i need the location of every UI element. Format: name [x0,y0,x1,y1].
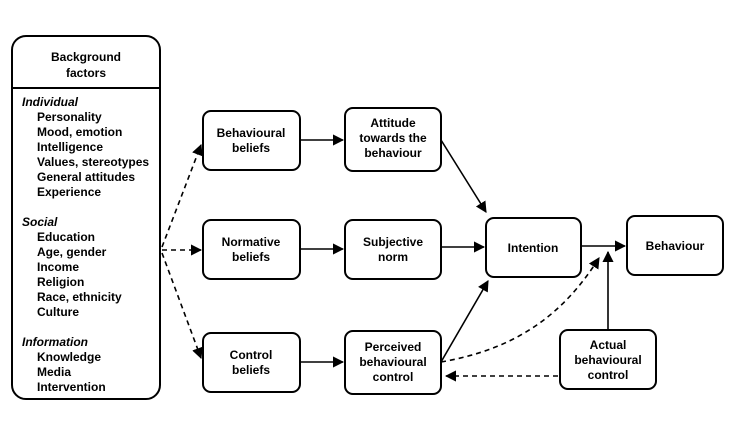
attitude-line-2: towards the [359,131,427,145]
control-beliefs-line-1: Control [230,348,273,362]
behaviour-label: Behaviour [646,239,705,253]
subjective-norm-line-1: Subjective [363,235,423,249]
subjective-norm-box [344,219,442,280]
behavioural-beliefs-line-2: beliefs [232,141,270,155]
factor-item: Age, gender [37,245,107,259]
factor-item: Mood, emotion [37,125,122,139]
factor-item: General attitudes [37,170,135,184]
factor-item: Intervention [37,380,106,394]
arrow-attitude-to-intention [440,139,487,213]
factor-item: Values, stereotypes [37,155,149,169]
factor-item: Personality [37,110,102,124]
group-title-social: Social [22,215,58,229]
normative-beliefs-line-2: beliefs [232,250,270,264]
behaviour-box [626,215,724,276]
factor-item: Knowledge [37,350,101,364]
behavioural-beliefs-line-1: Behavioural [217,126,286,140]
group-title-information: Information [22,335,88,349]
subjective-norm-line-2: norm [378,250,408,264]
perceived-control-line-1: Perceived [365,340,422,354]
control-beliefs-line-2: beliefs [232,363,270,377]
intention-label: Intention [508,241,559,255]
perceived-control-box [344,330,442,395]
arrow-perceived-control-to-intention [440,280,489,363]
group-title-individual: Individual [22,95,79,109]
background-title-line-1: Background [51,50,121,64]
actual-control-line-2: behavioural [574,353,641,367]
actual-control-line-1: Actual [590,338,627,352]
factor-item: Income [37,260,79,274]
arrow-background-to-control-beliefs [161,252,203,360]
perceived-control-line-3: control [373,370,414,384]
intention-box [485,217,582,278]
factor-item: Culture [37,305,79,319]
attitude-line-1: Attitude [370,116,416,130]
factor-item: Media [37,365,71,379]
actual-control-line-3: control [588,368,629,382]
factor-item: Intelligence [37,140,103,154]
normative-beliefs-line-1: Normative [222,235,281,249]
attitude-line-3: behaviour [364,146,422,160]
factor-item: Experience [37,185,101,199]
arrow-background-to-behavioural-beliefs [161,143,203,248]
factor-item: Race, ethnicity [37,290,122,304]
background-factors-box [11,35,161,400]
attitude-box [344,107,442,172]
background-title-line-2: factors [66,66,106,80]
factor-item: Religion [37,275,84,289]
perceived-control-line-2: behavioural [359,355,426,369]
factor-item: Education [37,230,95,244]
